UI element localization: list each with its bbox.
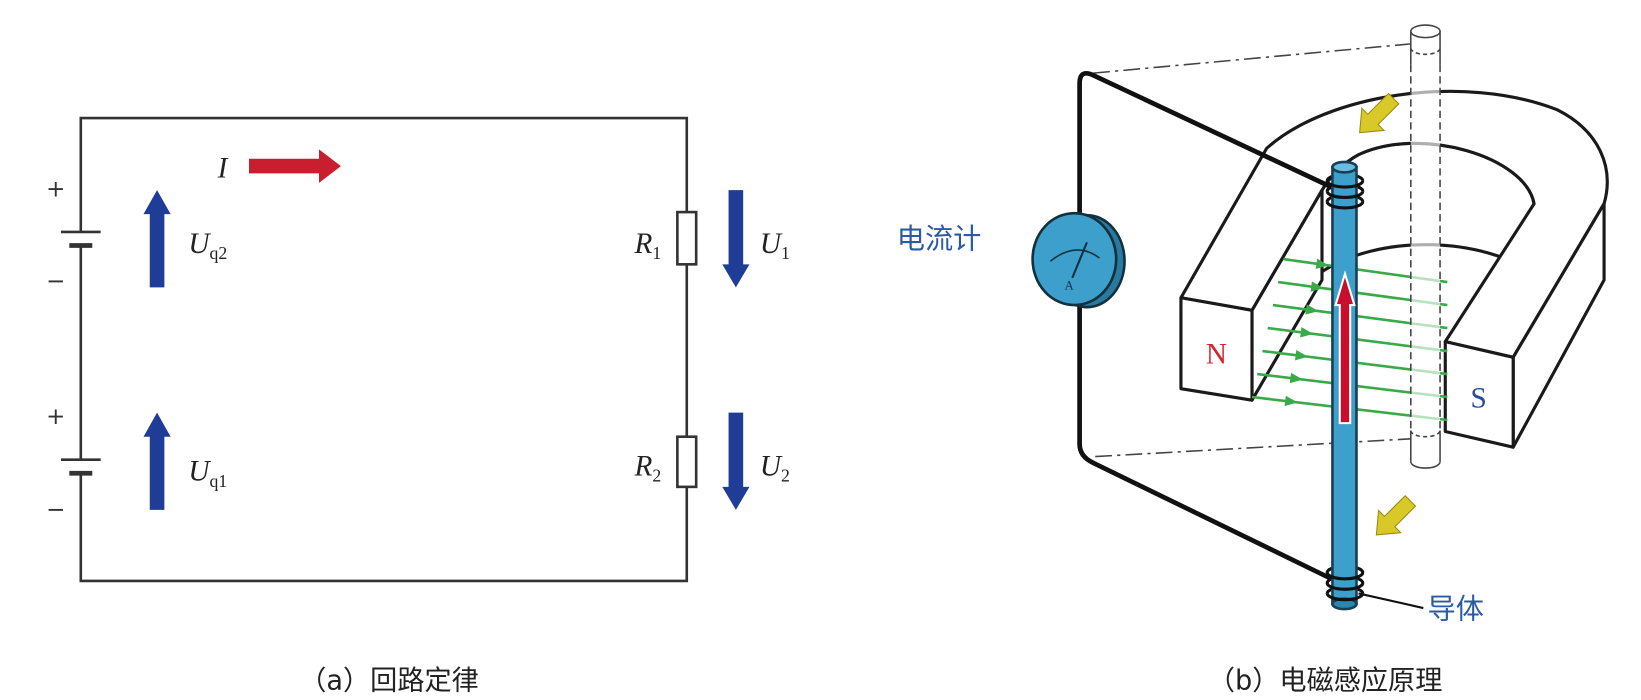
plus-sign: + [46,404,65,430]
label-u1-subscript: 1 [781,243,790,263]
minus-sign: − [46,268,65,294]
north-pole-label: N [1206,339,1227,371]
horseshoe-magnet: N S [1179,89,1609,449]
galvanometer: A [1031,211,1126,309]
label-u2-symbol: U [760,450,783,482]
field-line-arrowhead [1315,258,1329,269]
motion-arrow-shape [1359,92,1400,134]
field-line-arrowhead [1305,304,1319,315]
conductor-top-cap [1331,160,1358,174]
conductor-label: 导体 [1428,593,1484,626]
galvanometer-wire [1077,71,1335,581]
field-line-arrowhead [1289,372,1303,384]
rod-bottom-cap [1410,461,1441,469]
galvanometer-needle [1071,241,1088,279]
label-uq1-symbol: U [188,456,211,488]
label-uq1: Uq1 [188,456,227,491]
label-u2: U2 [760,450,790,485]
label-uq1-subscript: q1 [210,471,228,491]
galvanometer-dial-label: A [1065,278,1074,292]
rod-ring [1410,430,1441,438]
label-uq2: Uq2 [188,228,227,263]
current-label: I [217,153,229,185]
voltage-arrow-uq1 [143,412,171,510]
caption-a: （a）回路定律 [299,666,479,697]
caption-b: （b）电磁感应原理 [1208,666,1443,697]
label-r1-subscript: 1 [652,243,661,263]
plus-sign: + [46,176,65,202]
voltage-source-bottom: + − [46,404,101,523]
rod-top-cap [1410,24,1441,39]
current-arrow [249,149,341,183]
minus-sign: − [46,497,65,523]
label-r1: R1 [634,228,662,263]
induced-current-arrow [1334,270,1356,425]
label-uq2-subscript: q2 [210,243,228,263]
field-line-arrowhead [1294,349,1309,361]
reference-rod [1410,24,1441,469]
magnet-south-face [1443,340,1515,449]
label-r2: R2 [634,450,662,485]
voltage-arrow-u1 [722,190,750,288]
label-r2-symbol: R [634,450,653,482]
magnet-north-face [1179,296,1254,402]
motion-arrow-bottom [1375,495,1417,536]
conductor [1331,160,1358,611]
voltage-arrow-uq2 [143,190,171,288]
circuit-wire [79,116,689,583]
panel-b-induction: N S [897,24,1609,697]
voltage-arrow-u2 [722,412,750,510]
label-uq2-symbol: U [188,228,211,260]
voltage-source-top: + − [46,176,101,294]
label-r1-symbol: R [634,228,653,260]
galvanometer-label: 电流计 [897,223,982,256]
galvanometer-face [1031,211,1118,307]
plane-dash-dot-lines [1093,43,1411,458]
galvanometer-scale [1049,249,1100,262]
resistor-r1 [676,210,698,266]
field-line-arrowhead [1310,281,1324,292]
rod-ring [1410,47,1441,56]
coil-front [1325,180,1365,602]
motion-arrow-shape [1375,495,1417,536]
panel-a-circuit: + − + − I Uq2 Uq1 R1 U1 R2 U2 （a）回路定律 [46,116,790,697]
field-line-arrowhead [1284,395,1298,407]
motion-arrow-top [1359,92,1400,134]
conductor-pointer-line [1358,592,1424,610]
label-u2-subscript: 2 [781,466,790,486]
label-r2-subscript: 2 [652,466,661,486]
field-line-arrowhead [1300,327,1314,338]
rod-body [1410,31,1441,462]
label-u1-symbol: U [760,228,783,260]
label-u1: U1 [760,228,790,263]
rod-outline-dashed [1410,64,1441,431]
resistor-r2 [676,435,698,489]
south-pole-label: S [1471,382,1487,414]
